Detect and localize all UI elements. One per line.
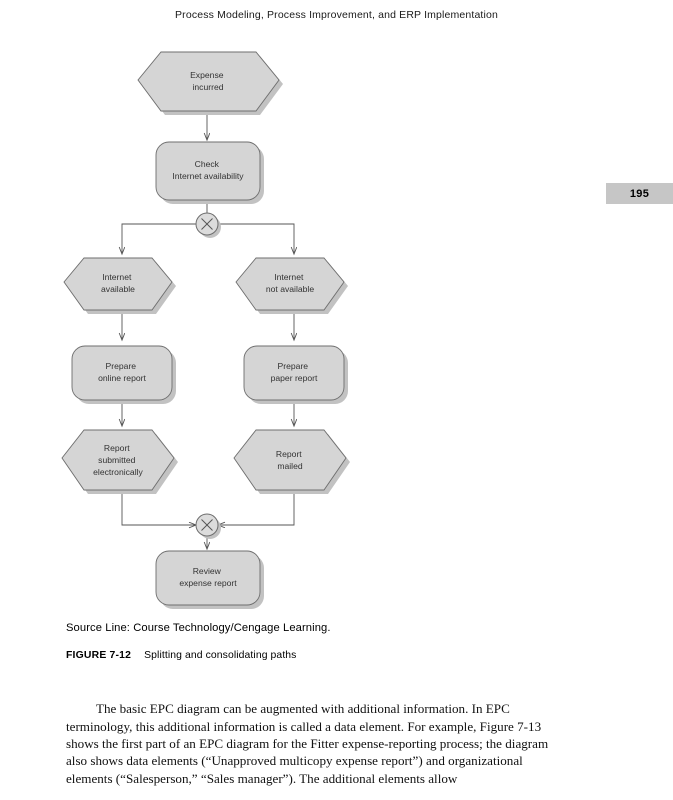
connector-submitted-to-join xyxy=(121,490,196,525)
page-number: 195 xyxy=(629,187,650,200)
node-xor-split-gateway[interactable] xyxy=(195,212,221,238)
epc-diagram: Expense incurred Check Internet availabi… xyxy=(0,30,420,620)
node-internet-not-available[interactable]: Internet not available xyxy=(235,257,348,314)
source-line: Source Line: Course Technology/Cengage L… xyxy=(66,622,331,634)
figure-number: FIGURE 7-12 xyxy=(66,650,132,661)
node-xor-join-gateway[interactable] xyxy=(195,513,221,539)
figure-title: Splitting and consolidating paths xyxy=(144,650,297,661)
function-rect xyxy=(155,550,261,606)
figure-caption: FIGURE 7-12 Splitting and consolidating p… xyxy=(66,650,296,661)
function-rect xyxy=(155,141,261,201)
event-hexagon xyxy=(61,429,175,491)
body-paragraph: The basic EPC diagram can be augmented w… xyxy=(66,701,549,786)
event-hexagon xyxy=(235,257,345,311)
node-label: Internet not available xyxy=(266,272,314,294)
node-label: Prepare paper report xyxy=(271,361,318,383)
node-label: Review expense report xyxy=(179,566,237,588)
running-head: Process Modeling, Process Improvement, a… xyxy=(175,9,498,21)
function-rect xyxy=(243,345,345,401)
event-hexagon xyxy=(233,429,347,491)
gateway-x-stroke-2 xyxy=(201,218,213,230)
node-report-mailed[interactable]: Report mailed xyxy=(233,429,350,494)
node-label: Check Internet availability xyxy=(172,159,244,181)
node-internet-available[interactable]: Internet available xyxy=(63,257,176,314)
node-label: Report submitted electronically xyxy=(93,443,143,477)
function-rect xyxy=(71,345,173,401)
node-label: Internet available xyxy=(101,272,135,294)
node-review-expense-report[interactable]: Review expense report xyxy=(155,550,264,609)
connector-split-left xyxy=(122,223,196,254)
event-hexagon xyxy=(137,51,280,112)
node-label: Report mailed xyxy=(276,449,304,471)
gateway-x-stroke-2 xyxy=(201,519,213,531)
node-expense-incurred[interactable]: Expense incurred xyxy=(137,51,283,115)
event-hexagon xyxy=(63,257,173,311)
connector-split-right xyxy=(218,223,294,254)
node-label: Prepare online report xyxy=(98,361,146,383)
page-number-tab: 195 xyxy=(606,183,673,204)
node-label: Expense incurred xyxy=(190,70,226,92)
node-prepare-online-report[interactable]: Prepare online report xyxy=(71,345,176,404)
node-prepare-paper-report[interactable]: Prepare paper report xyxy=(243,345,348,404)
node-check-internet-availability[interactable]: Check Internet availability xyxy=(155,141,264,204)
node-report-submitted-electronically[interactable]: Report submitted electronically xyxy=(61,429,178,494)
connector-mailed-to-join xyxy=(218,490,295,525)
